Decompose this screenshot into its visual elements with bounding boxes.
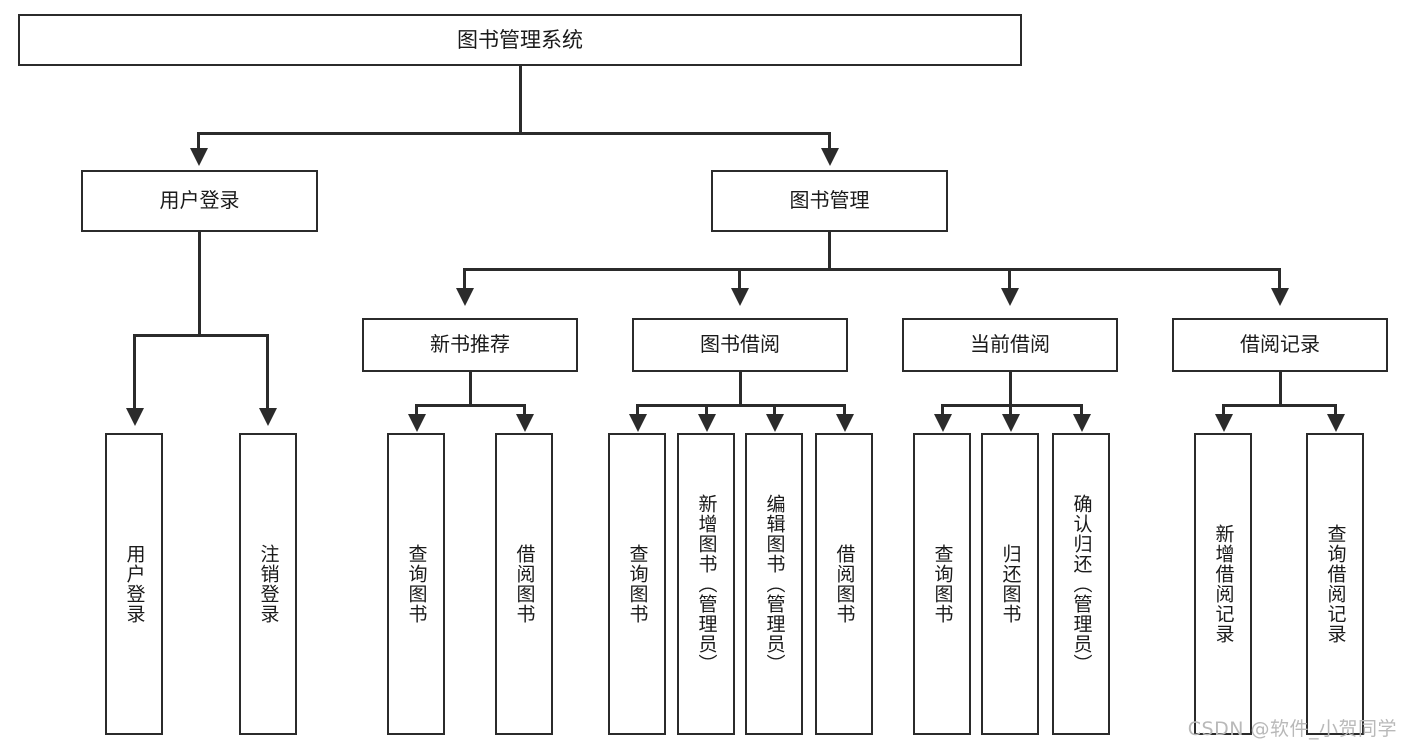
arrow-to-leaf-confirm-return	[1073, 414, 1091, 432]
connector-current-borrow-drop-3	[1080, 404, 1083, 416]
arrow-root-to-user-login	[190, 148, 208, 166]
connector-current-borrow-drop-2	[1009, 404, 1012, 416]
arrow-to-leaf-borrow-book-2	[836, 414, 854, 432]
arrow-to-leaf-add-record	[1215, 414, 1233, 432]
arrow-to-leaf-user-login	[126, 408, 144, 426]
leaf-add-borrow-record[interactable]: 新增借阅记录	[1194, 433, 1252, 735]
node-label: 用户登录	[159, 188, 240, 213]
connector-root-to-book-mgmt	[828, 132, 831, 150]
connector-book-borrow-drop-1	[636, 404, 639, 416]
leaf-borrow-book[interactable]: 借阅图书	[815, 433, 873, 735]
node-label: 用户登录	[123, 544, 146, 624]
node-root-system[interactable]: 图书管理系统	[18, 14, 1022, 66]
node-label: 查询图书	[626, 544, 649, 624]
leaf-add-book-admin[interactable]: 新增图书（管理员）	[677, 433, 735, 735]
connector-user-login-drop-1	[133, 334, 136, 410]
node-label: 新增借阅记录	[1212, 524, 1235, 644]
arrow-to-leaf-edit-book	[766, 414, 784, 432]
node-user-login[interactable]: 用户登录	[81, 170, 318, 232]
connector-new-book-drop-1	[415, 404, 418, 416]
connector-book-mgmt-drop-3	[1008, 268, 1011, 290]
arrow-to-leaf-add-book	[698, 414, 716, 432]
connector-book-borrow-drop-4	[843, 404, 846, 416]
connector-book-mgmt-drop-1	[463, 268, 466, 290]
node-borrow-records[interactable]: 借阅记录	[1172, 318, 1388, 372]
connector-book-borrow-bus	[636, 404, 846, 407]
arrow-to-leaf-query-book-3	[934, 414, 952, 432]
connector-borrow-records-bus	[1222, 404, 1337, 407]
node-label: 新增图书（管理员）	[695, 494, 718, 674]
node-label: 当前借阅	[970, 332, 1050, 357]
connector-root-stem	[519, 66, 522, 132]
arrow-to-leaf-query-book-2	[629, 414, 647, 432]
leaf-user-login[interactable]: 用户登录	[105, 433, 163, 735]
node-new-book-recommend[interactable]: 新书推荐	[362, 318, 578, 372]
node-book-management[interactable]: 图书管理	[711, 170, 948, 232]
connector-borrow-records-drop-1	[1222, 404, 1225, 416]
connector-new-book-bus	[415, 404, 525, 407]
node-label: 查询图书	[931, 544, 954, 624]
connector-book-borrow-drop-2	[705, 404, 708, 416]
node-label: 图书管理	[789, 188, 870, 213]
connector-borrow-records-drop-2	[1334, 404, 1337, 416]
node-label: 查询借阅记录	[1324, 524, 1347, 644]
node-label: 归还图书	[999, 544, 1022, 624]
arrow-to-book-borrow	[731, 288, 749, 306]
connector-current-borrow-drop-1	[941, 404, 944, 416]
connector-current-borrow-bus	[941, 404, 1083, 407]
connector-current-borrow-stem	[1009, 372, 1012, 406]
leaf-query-borrow-record[interactable]: 查询借阅记录	[1306, 433, 1364, 735]
connector-book-mgmt-drop-2	[738, 268, 741, 290]
leaf-return-book[interactable]: 归还图书	[981, 433, 1039, 735]
connector-root-to-user-login	[197, 132, 200, 150]
arrow-root-to-book-mgmt	[821, 148, 839, 166]
node-label: 图书借阅	[700, 332, 780, 357]
connector-root-bus	[197, 132, 831, 135]
connector-book-mgmt-drop-4	[1278, 268, 1281, 290]
arrow-to-leaf-query-record	[1327, 414, 1345, 432]
node-label: 新书推荐	[430, 332, 510, 357]
node-label: 图书管理系统	[457, 27, 583, 52]
leaf-query-book-borrow[interactable]: 查询图书	[608, 433, 666, 735]
leaf-query-book-recommend[interactable]: 查询图书	[387, 433, 445, 735]
arrow-to-leaf-borrow-book-1	[516, 414, 534, 432]
arrow-to-leaf-logout	[259, 408, 277, 426]
leaf-query-book-current[interactable]: 查询图书	[913, 433, 971, 735]
arrow-to-leaf-query-book-1	[408, 414, 426, 432]
arrow-to-current-borrow	[1001, 288, 1019, 306]
connector-new-book-drop-2	[523, 404, 526, 416]
connector-borrow-records-stem	[1279, 372, 1282, 406]
leaf-logout[interactable]: 注销登录	[239, 433, 297, 735]
node-book-borrow[interactable]: 图书借阅	[632, 318, 848, 372]
connector-user-login-stem	[198, 232, 201, 336]
node-label: 借阅记录	[1240, 332, 1320, 357]
arrow-to-borrow-records	[1271, 288, 1289, 306]
leaf-edit-book-admin[interactable]: 编辑图书（管理员）	[745, 433, 803, 735]
connector-new-book-stem	[469, 372, 472, 406]
leaf-borrow-book-recommend[interactable]: 借阅图书	[495, 433, 553, 735]
connector-book-mgmt-stem	[828, 232, 831, 270]
arrow-to-new-book-recommend	[456, 288, 474, 306]
node-label: 借阅图书	[513, 544, 536, 624]
arrow-to-leaf-return-book	[1002, 414, 1020, 432]
connector-user-login-drop-2	[266, 334, 269, 410]
connector-book-borrow-stem	[739, 372, 742, 406]
node-label: 确认归还（管理员）	[1070, 494, 1093, 674]
connector-user-login-bus	[133, 334, 268, 337]
leaf-confirm-return-admin[interactable]: 确认归还（管理员）	[1052, 433, 1110, 735]
node-label: 查询图书	[405, 544, 428, 624]
node-current-borrow[interactable]: 当前借阅	[902, 318, 1118, 372]
node-label: 编辑图书（管理员）	[763, 494, 786, 674]
node-label: 借阅图书	[833, 544, 856, 624]
connector-book-mgmt-bus	[463, 268, 1280, 271]
node-label: 注销登录	[257, 544, 280, 624]
connector-book-borrow-drop-3	[773, 404, 776, 416]
